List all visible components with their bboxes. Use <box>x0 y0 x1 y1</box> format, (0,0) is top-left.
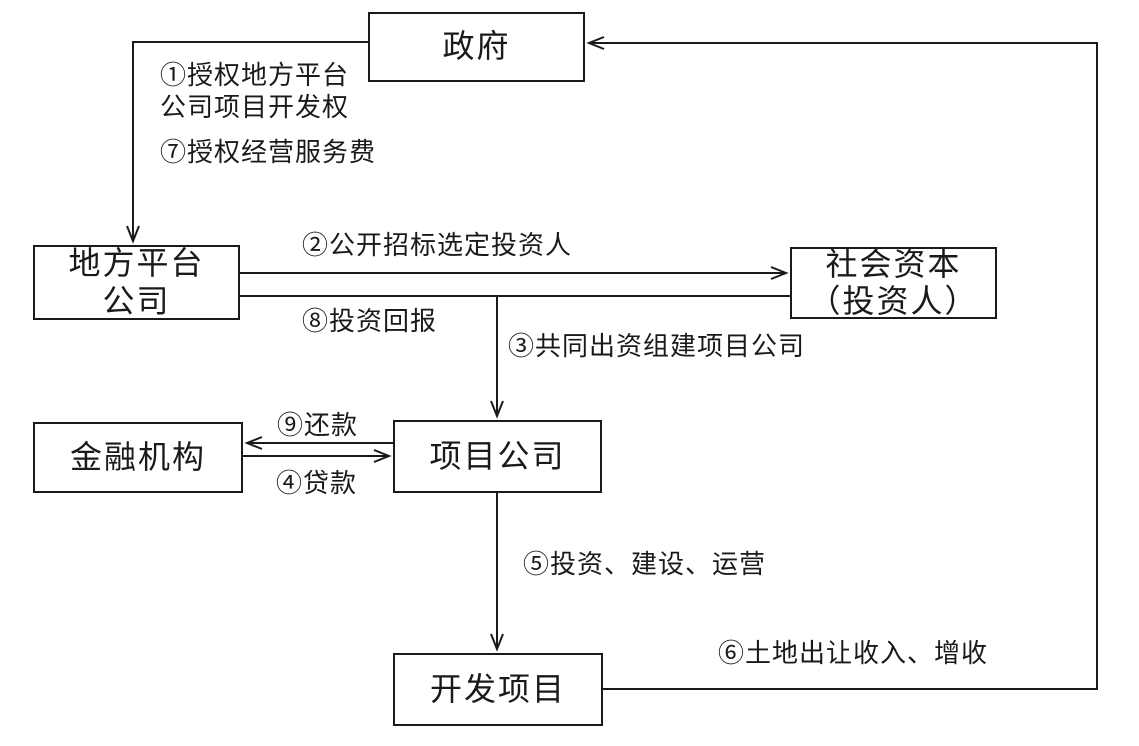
label-repayment: ⑨还款 <box>277 411 359 441</box>
node-social-capital-investor: 社会资本 （投资人） <box>790 245 997 320</box>
node-development-project: 开发项目 <box>393 653 603 726</box>
label-invest-build-operate: ⑤投资、建设、运营 <box>523 550 767 580</box>
label-public-bidding: ②公开招标选定投资人 <box>302 231 573 261</box>
label-land-revenue: ⑥土地出让收入、增收 <box>718 639 989 669</box>
node-government: 政府 <box>368 12 585 82</box>
label-joint-funding: ③共同出资组建项目公司 <box>508 332 806 362</box>
label-authorize-dev-right: ①授权地方平台 公司项目开发权 <box>160 61 350 123</box>
label-investment-return: ⑧投资回报 <box>302 307 438 337</box>
node-financial-institution: 金融机构 <box>33 422 243 493</box>
edge-land-revenue-arrow <box>586 36 1098 690</box>
node-local-platform-company: 地方平台 公司 <box>33 245 240 320</box>
label-loan: ④贷款 <box>276 469 358 499</box>
label-franchise-service-fee: ⑦授权经营服务费 <box>160 138 377 168</box>
node-project-company: 项目公司 <box>393 420 602 493</box>
edge-government-to-platform-arrow <box>126 41 368 244</box>
